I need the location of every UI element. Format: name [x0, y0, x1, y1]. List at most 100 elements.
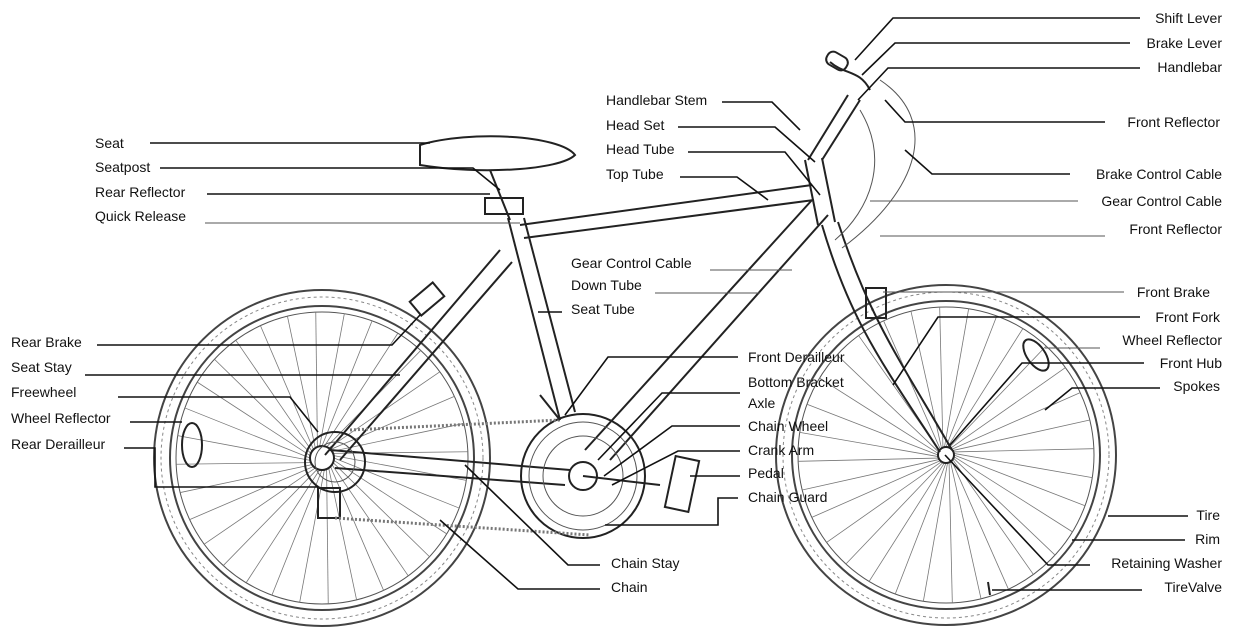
label-front-reflector-top: Front Reflector [1127, 114, 1220, 130]
leader-lines [85, 17, 1188, 591]
spoke [953, 457, 1056, 556]
label-pedal: Pedal [748, 465, 784, 481]
label-wheel-reflector-rear: Wheel Reflector [11, 410, 111, 426]
spoke [953, 448, 1094, 453]
spoke [951, 392, 1081, 450]
spoke [222, 468, 318, 566]
spoke [845, 462, 944, 565]
label-head-tube: Head Tube [606, 141, 675, 157]
spoke [948, 345, 1047, 448]
spoke [953, 456, 1073, 533]
tire-valve-shape [987, 581, 991, 596]
spoke [802, 459, 940, 491]
front-wheel-reflector-shape [1022, 338, 1050, 372]
spoke [951, 460, 1009, 590]
label-spokes: Spokes [1173, 378, 1220, 394]
label-chain-wheel: Chain Wheel [748, 418, 828, 434]
spoke [331, 423, 464, 452]
label-chain: Chain [611, 579, 648, 595]
label-crank-arm: Crank Arm [748, 442, 814, 458]
spoke [332, 462, 430, 558]
spoke [798, 457, 939, 462]
spoke [826, 461, 942, 543]
spoke [326, 469, 329, 604]
label-shift-lever: Shift Lever [1155, 10, 1222, 26]
spoke [910, 311, 942, 449]
spoke [333, 460, 447, 535]
spoke [180, 464, 313, 493]
spoke [331, 464, 409, 577]
rear-wheel [153, 289, 491, 627]
label-freewheel: Freewheel [11, 384, 76, 400]
spoke [947, 328, 1024, 448]
label-gear-control-cable-center: Gear Control Cable [571, 255, 692, 271]
label-chain-guard: Chain Guard [748, 489, 827, 505]
label-rear-reflector: Rear Reflector [95, 184, 186, 200]
label-seat: Seat [95, 135, 124, 151]
spoke [184, 407, 311, 459]
label-retaining-washer: Retaining Washer [1111, 555, 1222, 571]
spoke [197, 381, 311, 456]
spoke [177, 435, 311, 461]
label-axle: Axle [748, 395, 775, 411]
spoke [799, 431, 939, 457]
spoke [950, 367, 1066, 449]
spoke [953, 453, 1093, 479]
label-top-tube: Top Tube [606, 166, 664, 182]
label-chain-stay: Chain Stay [611, 555, 679, 571]
label-brake-control-cable: Brake Control Cable [1096, 166, 1222, 182]
label-rear-brake: Rear Brake [11, 334, 82, 350]
label-tire-valve: TireValve [1164, 579, 1222, 595]
drivetrain [304, 394, 701, 539]
spoke [806, 403, 939, 456]
spoke [333, 451, 468, 454]
spoke [945, 315, 998, 448]
spoke [836, 354, 939, 453]
label-front-reflector-mid: Front Reflector [1129, 221, 1222, 237]
label-brake-lever: Brake Lever [1147, 35, 1223, 51]
spoke [811, 460, 941, 518]
spoke [894, 462, 947, 595]
label-handlebar-stem: Handlebar Stem [606, 92, 707, 108]
spoke [260, 325, 314, 450]
label-tire: Tire [1196, 507, 1220, 523]
label-rear-derailleur: Rear Derailleur [11, 436, 105, 452]
frame [324, 50, 953, 486]
spoke [950, 461, 982, 599]
label-bottom-bracket: Bottom Bracket [748, 374, 844, 390]
spoke [939, 307, 944, 448]
spoke [868, 462, 945, 582]
spoke [819, 377, 939, 454]
spoke [287, 316, 316, 449]
spoke [245, 469, 320, 583]
label-seatpost: Seatpost [95, 159, 150, 175]
spoke [922, 462, 948, 602]
spoke [321, 320, 373, 447]
spoke [952, 419, 1090, 451]
label-front-fork: Front Fork [1155, 309, 1221, 325]
label-front-brake: Front Brake [1137, 284, 1210, 300]
label-seat-stay: Seat Stay [11, 359, 72, 375]
label-wheel-reflector-front: Wheel Reflector [1122, 332, 1222, 348]
spoke [203, 467, 316, 545]
label-rim: Rim [1195, 531, 1220, 547]
label-seat-tube: Seat Tube [571, 301, 635, 317]
spoke [883, 320, 941, 450]
label-head-set: Head Set [606, 117, 664, 133]
spoke [944, 308, 970, 448]
spoke [330, 396, 455, 450]
spoke [235, 339, 313, 452]
label-gear-control-cable-right: Gear Control Cable [1101, 193, 1222, 209]
label-front-derailleur: Front Derailleur [748, 349, 845, 365]
spoke [176, 462, 311, 465]
spoke [948, 462, 953, 603]
spoke [324, 333, 399, 447]
label-front-hub: Front Hub [1160, 355, 1222, 371]
spoke [953, 454, 1086, 507]
front-wheel [775, 284, 1117, 626]
spoke [299, 469, 325, 603]
spoke [328, 467, 357, 600]
rear-wheel-reflector-shape [181, 422, 203, 468]
